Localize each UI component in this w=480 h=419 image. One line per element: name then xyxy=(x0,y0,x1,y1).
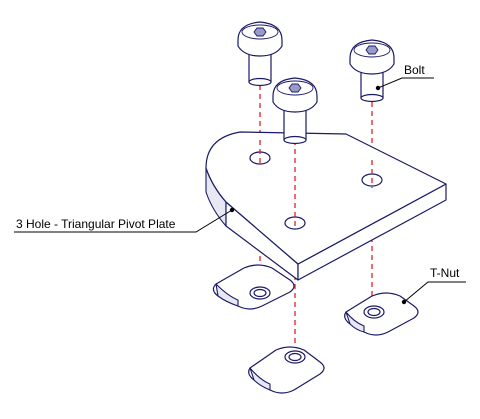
plate-label: 3 Hole - Triangular Pivot Plate xyxy=(16,217,176,231)
t-nut-left xyxy=(212,264,295,310)
plate-callout: 3 Hole - Triangular Pivot Plate xyxy=(14,207,235,233)
t-nut-front xyxy=(248,346,325,394)
t-nut-right xyxy=(344,292,419,336)
t-nut-callout: T-Nut xyxy=(401,266,466,305)
assembly-axes-front xyxy=(259,140,373,230)
triangular-pivot-plate xyxy=(205,131,447,281)
t-nut-label: T-Nut xyxy=(430,266,460,280)
bolt-center xyxy=(272,77,318,145)
bolt-callout: Bolt xyxy=(375,63,434,91)
bolt-label: Bolt xyxy=(404,63,425,77)
bolt-right xyxy=(349,39,395,103)
bolt-left xyxy=(237,21,283,87)
